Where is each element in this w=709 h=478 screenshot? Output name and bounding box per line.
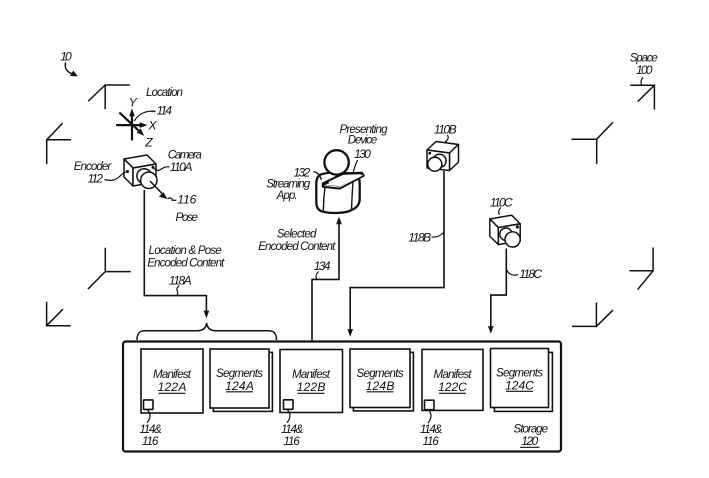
svg-text:116: 116 [142,435,159,448]
svg-text:116: 116 [177,192,196,206]
svg-text:114&: 114& [140,423,162,436]
svg-text:Encoded Content: Encoded Content [258,240,336,253]
svg-text:118B: 118B [408,231,431,245]
svg-text:116: 116 [423,435,440,448]
svg-text:Encoded Content: Encoded Content [147,257,225,270]
svg-text:Y: Y [129,95,138,109]
svg-text:118C: 118C [519,267,542,281]
svg-text:110B: 110B [434,122,457,136]
svg-text:Streaming: Streaming [266,178,311,191]
svg-text:Selected: Selected [277,228,317,241]
svg-text:Location: Location [146,86,183,99]
svg-text:Encoder: Encoder [74,160,113,173]
svg-text:124A: 124A [225,379,254,393]
svg-text:Segments: Segments [357,367,404,380]
svg-text:Device: Device [348,134,378,147]
svg-text:Camera: Camera [168,149,203,162]
svg-text:X: X [148,119,158,133]
svg-text:Manifest: Manifest [292,368,331,381]
svg-text:112: 112 [88,172,104,186]
svg-text:Manifest: Manifest [153,368,192,381]
svg-text:114&: 114& [420,423,442,436]
svg-text:124B: 124B [366,379,395,393]
svg-text:124C: 124C [505,379,534,393]
svg-text:114&: 114& [281,423,303,436]
svg-text:App.: App. [276,189,298,202]
svg-text:Z: Z [144,136,153,150]
svg-text:100: 100 [636,63,653,77]
svg-text:120: 120 [521,434,538,448]
svg-text:122C: 122C [438,380,467,394]
svg-text:Presenting: Presenting [339,123,388,136]
svg-text:Manifest: Manifest [434,368,473,381]
svg-text:130: 130 [354,147,371,161]
svg-text:Space: Space [630,52,659,65]
svg-text:Location & Pose: Location & Pose [149,244,223,257]
svg-text:118A: 118A [169,273,192,287]
svg-text:122A: 122A [158,380,187,394]
svg-text:Pose: Pose [176,211,199,224]
svg-text:10: 10 [60,50,72,64]
svg-text:116: 116 [284,435,301,448]
svg-text:110C: 110C [490,196,513,210]
svg-text:132: 132 [293,166,310,180]
svg-text:122B: 122B [297,380,326,394]
svg-text:Segments: Segments [496,366,543,379]
svg-text:Segments: Segments [216,367,263,380]
svg-text:110A: 110A [170,160,193,174]
svg-text:Storage: Storage [514,423,549,436]
svg-text:114: 114 [157,103,173,117]
svg-text:134: 134 [314,259,331,273]
